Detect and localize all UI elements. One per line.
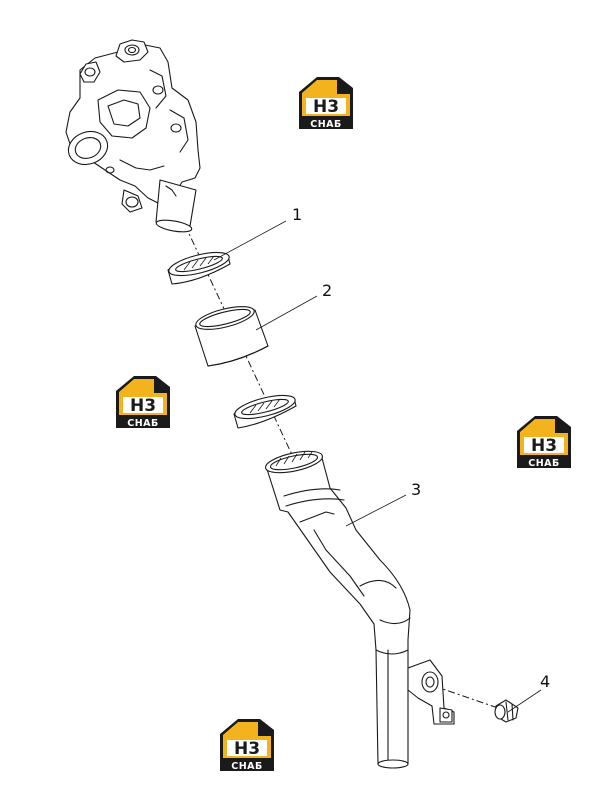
- part-2-hose-sleeve: [194, 306, 269, 367]
- watermark-logo: H3 СНАБ: [299, 77, 353, 130]
- part-3-bent-pipe: [265, 450, 455, 769]
- callout-3: 3: [411, 480, 421, 499]
- leader-line-3: [345, 494, 407, 527]
- logo-caption: СНАБ: [310, 119, 342, 130]
- leader-line-2: [255, 295, 318, 331]
- callout-2: 2: [322, 281, 332, 300]
- callout-4: 4: [540, 672, 550, 691]
- logo-caption: СНАБ: [231, 761, 263, 772]
- pump-housing: [65, 39, 201, 233]
- watermark-logo: H3 СНАБ: [116, 376, 170, 429]
- part-1-clamp-lower: [233, 394, 297, 429]
- axis-line-plug: [433, 685, 499, 709]
- part-1-clamp-upper: [167, 251, 231, 285]
- callout-1: 1: [292, 205, 302, 224]
- watermark-logo: H3 СНАБ: [517, 416, 571, 469]
- watermark-logo: H3 СНАБ: [220, 719, 274, 772]
- logo-text: H3: [234, 739, 260, 759]
- leader-line-4: [507, 689, 542, 713]
- logo-caption: СНАБ: [127, 418, 159, 429]
- logo-text: H3: [130, 396, 156, 416]
- part-4-plug: [494, 699, 519, 723]
- logo-text: H3: [313, 97, 339, 117]
- leader-line-1: [213, 220, 287, 261]
- logo-caption: СНАБ: [528, 458, 560, 469]
- logo-text: H3: [531, 436, 557, 456]
